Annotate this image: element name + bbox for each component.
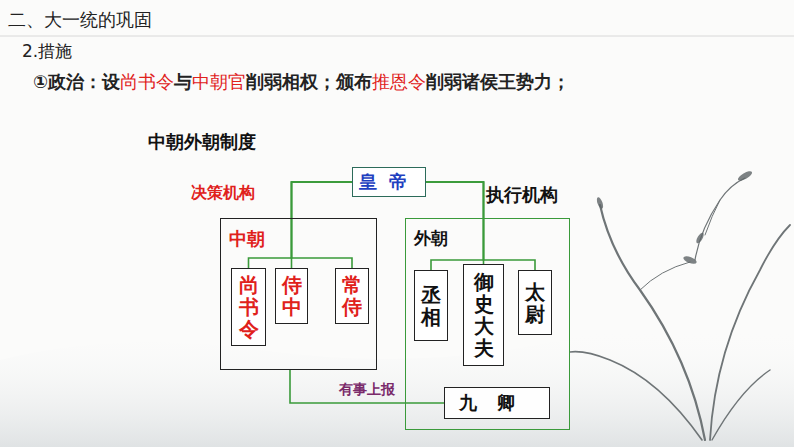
office-box: 侍中 [275,268,308,324]
office-box: 常侍 [335,268,369,324]
ink-wash [0,323,794,447]
office-name: 太尉 [525,281,545,325]
highlight-term: 中朝官 [192,70,246,94]
group-heading: 中朝 [229,227,265,251]
office-box: 九卿 [444,387,550,419]
body-text: ①政治：设 [33,70,120,94]
office-box: 皇帝 [352,167,426,197]
header-rule [0,36,794,37]
office-box: 丞相 [414,270,448,341]
connector [426,182,484,264]
highlight-term: 推恩令 [372,70,426,94]
office-name: 九卿 [459,391,535,415]
connector [249,182,353,268]
orchid-painting [570,178,790,440]
office-box: 太尉 [518,270,552,335]
group-caption: 执行机构 [486,183,558,207]
office-name: 侍中 [282,274,302,318]
office-box: 御史大夫 [463,264,504,366]
group-caption: 决策机构 [191,183,255,204]
office-name: 尚书令 [239,274,259,340]
office-box: 尚书令 [231,268,266,346]
office-name: 常侍 [342,274,362,318]
body-text: 削弱诸侯王势力； [426,70,570,94]
orchid-flowers [596,169,754,265]
group-box: 执行机构外朝丞相御史大夫太尉九卿 [405,218,570,430]
body-text: 削弱相权；颁布 [246,70,372,94]
office-name: 皇帝 [359,170,419,194]
highlight-term: 尚书令 [120,70,174,94]
connector [426,182,484,270]
section-title: 二、大一统的巩固 [8,8,152,32]
measure-line: ①政治：设尚书令与中朝官削弱相权；颁布推恩令削弱诸侯王势力； [33,70,570,94]
connector [292,182,353,268]
diagram-heading: 中朝外朝制度 [148,130,256,154]
connector [292,182,353,268]
group-box: 决策机构中朝尚书令侍中常侍 [220,218,377,370]
edge-label: 有事上报 [339,381,395,399]
sub-heading: 2.措施 [22,40,72,63]
connector [290,370,444,403]
body-text: 与 [174,70,192,94]
group-heading: 外朝 [414,227,448,250]
office-name: 御史大夫 [474,271,494,359]
office-name: 丞相 [421,284,441,328]
